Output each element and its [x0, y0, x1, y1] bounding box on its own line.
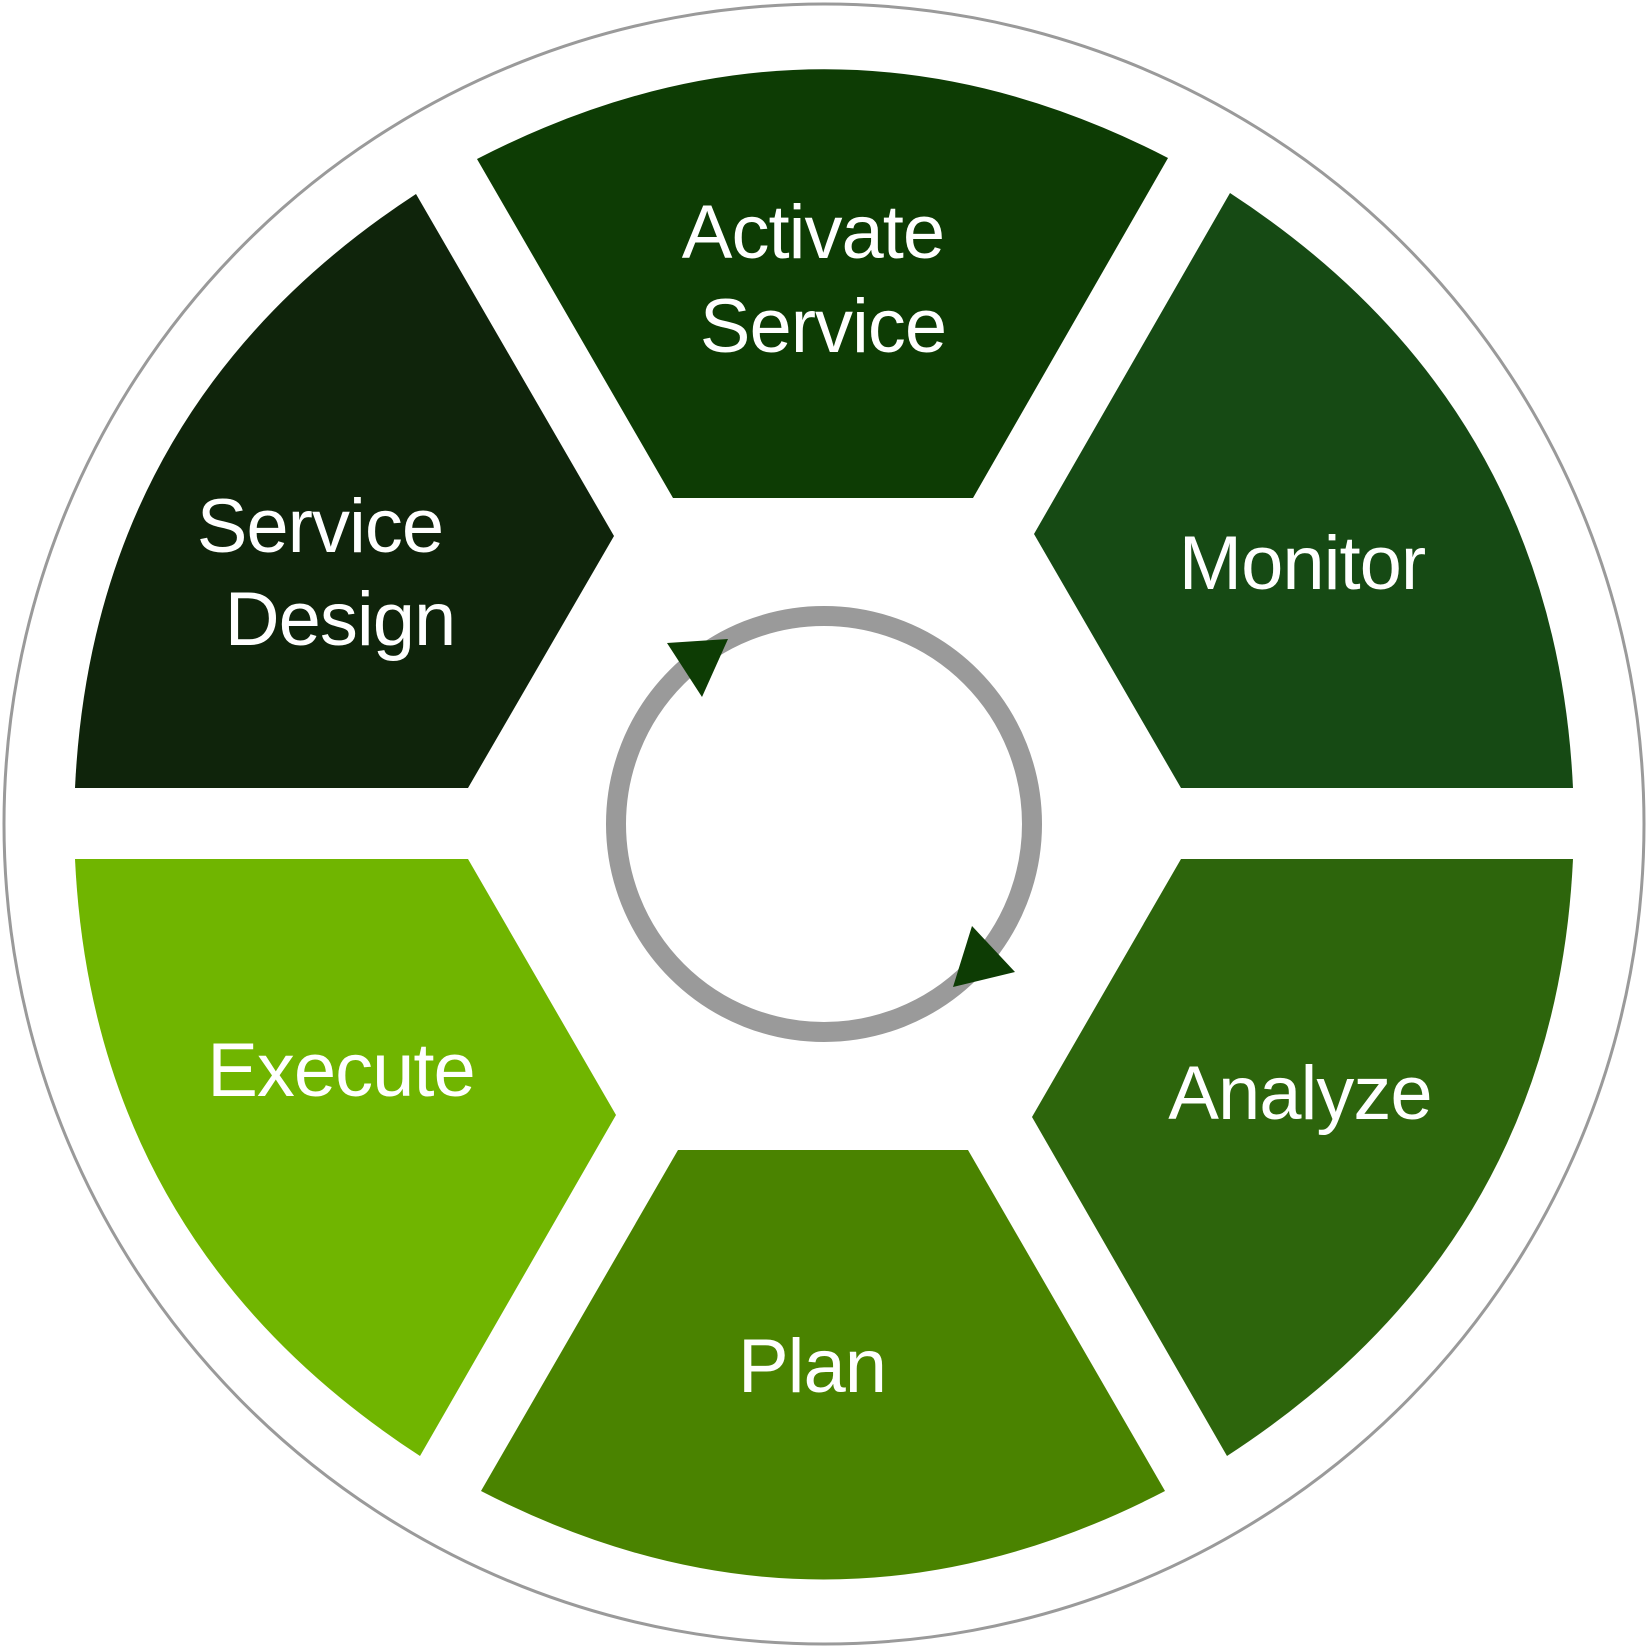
segment-analyze-label-line-1: Analyze [1168, 1051, 1431, 1136]
segment-analyze-shape [1032, 859, 1573, 1456]
segment-execute-shape [75, 859, 616, 1456]
segment-analyze-label: Analyze [1168, 1051, 1431, 1136]
segment-plan-label: Plan [738, 1324, 886, 1409]
segment-plan-shape [481, 1150, 1165, 1580]
segment-service-design-label-line-2: Design [225, 577, 456, 662]
segment-activate-service-label-line-2: Service [700, 284, 946, 369]
segment-activate-service-label: Activate Service [682, 190, 964, 369]
segment-service-design-shape [75, 194, 614, 788]
cycle-ring [606, 606, 1042, 1042]
cycle-arrowhead-bottom-right-icon [953, 926, 1015, 987]
segment-plan[interactable]: Plan [481, 1150, 1165, 1580]
segment-monitor[interactable]: Monitor [1034, 193, 1573, 788]
segment-execute-label-line-1: Execute [207, 1028, 475, 1113]
segment-execute-label: Execute [207, 1028, 475, 1113]
segment-service-design[interactable]: Service Design [75, 194, 614, 788]
segment-service-design-label-line-1: Service [197, 484, 443, 569]
segment-monitor-shape [1034, 193, 1573, 788]
segment-service-design-label: Service Design [197, 484, 464, 662]
segment-analyze[interactable]: Analyze [1032, 859, 1573, 1456]
segment-activate-service[interactable]: Activate Service [477, 69, 1168, 499]
segment-activate-service-label-line-1: Activate [682, 190, 944, 275]
segment-monitor-label: Monitor [1179, 521, 1426, 606]
segment-execute[interactable]: Execute [75, 859, 616, 1456]
segment-activate-service-shape [477, 69, 1168, 499]
cycle-arrowhead-top-left-icon [667, 639, 728, 697]
segment-monitor-label-line-1: Monitor [1179, 521, 1426, 606]
segment-plan-label-line-1: Plan [738, 1324, 886, 1409]
